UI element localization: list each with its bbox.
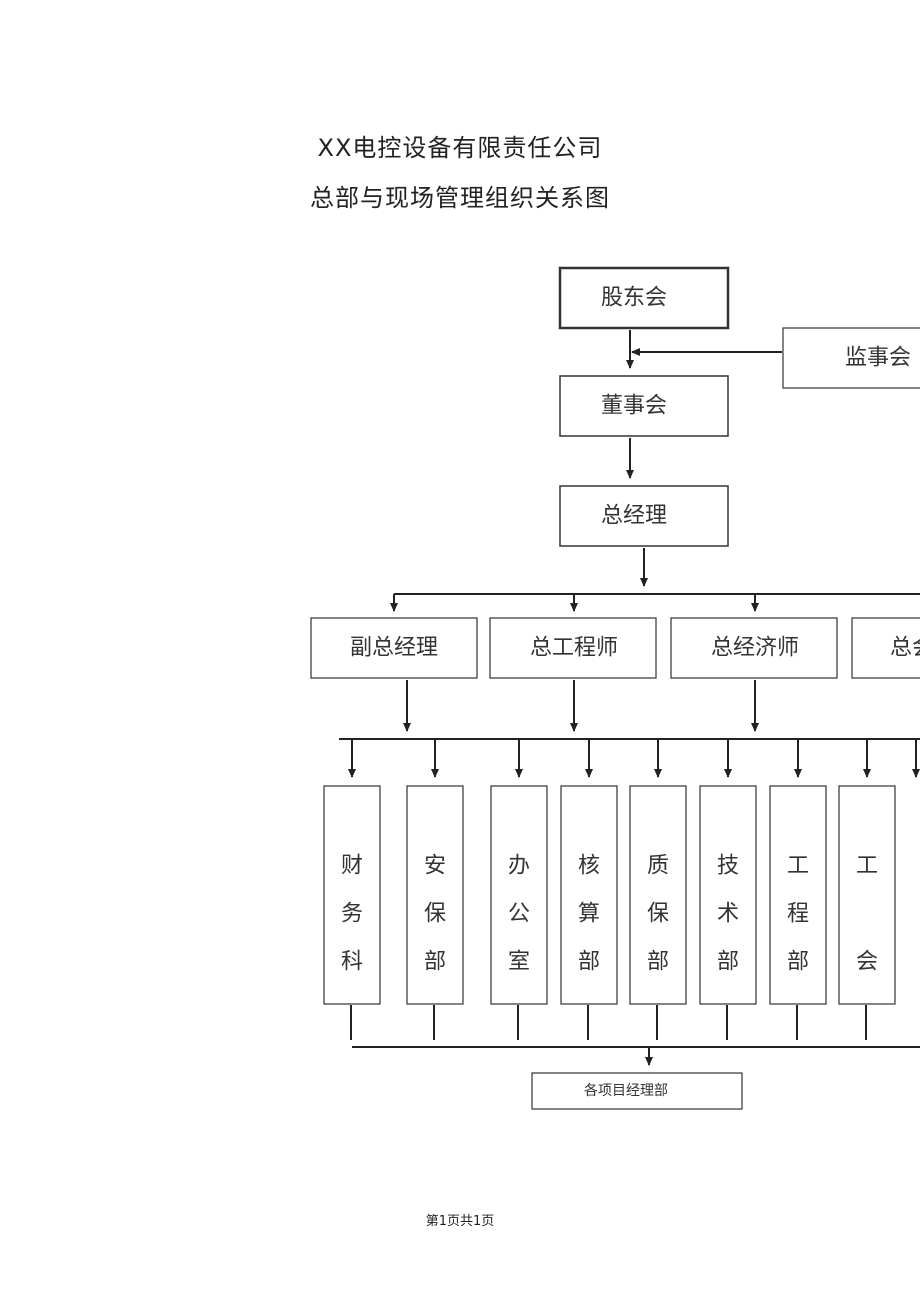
manager-label-1: 总工程师 [530, 636, 618, 661]
dept-box-4 [629, 785, 687, 1005]
dept-label-2-char-2: 室 [508, 950, 530, 975]
dept-box-0 [323, 785, 381, 1005]
projects-box [531, 1072, 743, 1110]
dept-label-6-char-0: 工 [787, 854, 809, 879]
dept-label-6-char-1: 程 [787, 902, 809, 927]
shareholders-label: 股东会 [601, 286, 667, 311]
shareholders-box [558, 266, 730, 330]
manager-label-2: 总经济师 [711, 636, 799, 661]
dept-label-7-char-0: 工 [856, 854, 878, 879]
gm-box [559, 485, 729, 547]
dept-label-2-char-1: 公 [508, 902, 530, 927]
dept-label-0-char-2: 科 [341, 950, 363, 975]
page-number: 第1页共1页 [425, 1214, 495, 1229]
dept-label-5-char-2: 部 [717, 950, 739, 975]
dept-box-6 [769, 785, 827, 1005]
dept-label-3-char-1: 算 [578, 902, 600, 927]
dept-label-5-char-1: 术 [717, 902, 739, 927]
dept-label-6-char-2: 部 [787, 950, 809, 975]
dept-box-2 [490, 785, 548, 1005]
dept-label-0-char-1: 务 [341, 902, 363, 927]
manager-label-3: 总会 [890, 636, 920, 661]
projects-label: 各项目经理部 [584, 1083, 668, 1099]
manager-box-3 [851, 617, 920, 679]
dept-label-1-char-0: 安 [424, 854, 446, 879]
dept-label-0-char-0: 财 [341, 854, 363, 879]
dept-label-4-char-0: 质 [647, 854, 669, 879]
dept-box-1 [406, 785, 464, 1005]
dept-box-5 [699, 785, 757, 1005]
manager-box-1 [489, 617, 657, 679]
dept-label-1-char-2: 部 [424, 950, 446, 975]
dept-label-4-char-2: 部 [647, 950, 669, 975]
dept-label-7-char-1: 会 [856, 950, 878, 975]
dept-label-3-char-2: 部 [578, 950, 600, 975]
dept-box-3 [560, 785, 618, 1005]
manager-box-2 [670, 617, 838, 679]
chart-title: 总部与现场管理组织关系图 [310, 184, 610, 212]
manager-box-0 [310, 617, 478, 679]
board-label: 董事会 [601, 394, 667, 419]
board-box [559, 375, 729, 437]
dept-label-2-char-0: 办 [508, 854, 530, 879]
dept-label-5-char-0: 技 [717, 854, 739, 879]
dept-label-1-char-1: 保 [424, 902, 446, 927]
manager-label-0: 副总经理 [350, 636, 438, 661]
supervisors-box [782, 327, 920, 389]
dept-label-3-char-0: 核 [578, 854, 600, 879]
dept-label-4-char-1: 保 [647, 902, 669, 927]
dept-box-7 [838, 785, 896, 1005]
company-title: XX电控设备有限责任公司 [317, 134, 603, 162]
supervisors-label: 监事会 [845, 346, 911, 371]
gm-label: 总经理 [601, 504, 667, 529]
